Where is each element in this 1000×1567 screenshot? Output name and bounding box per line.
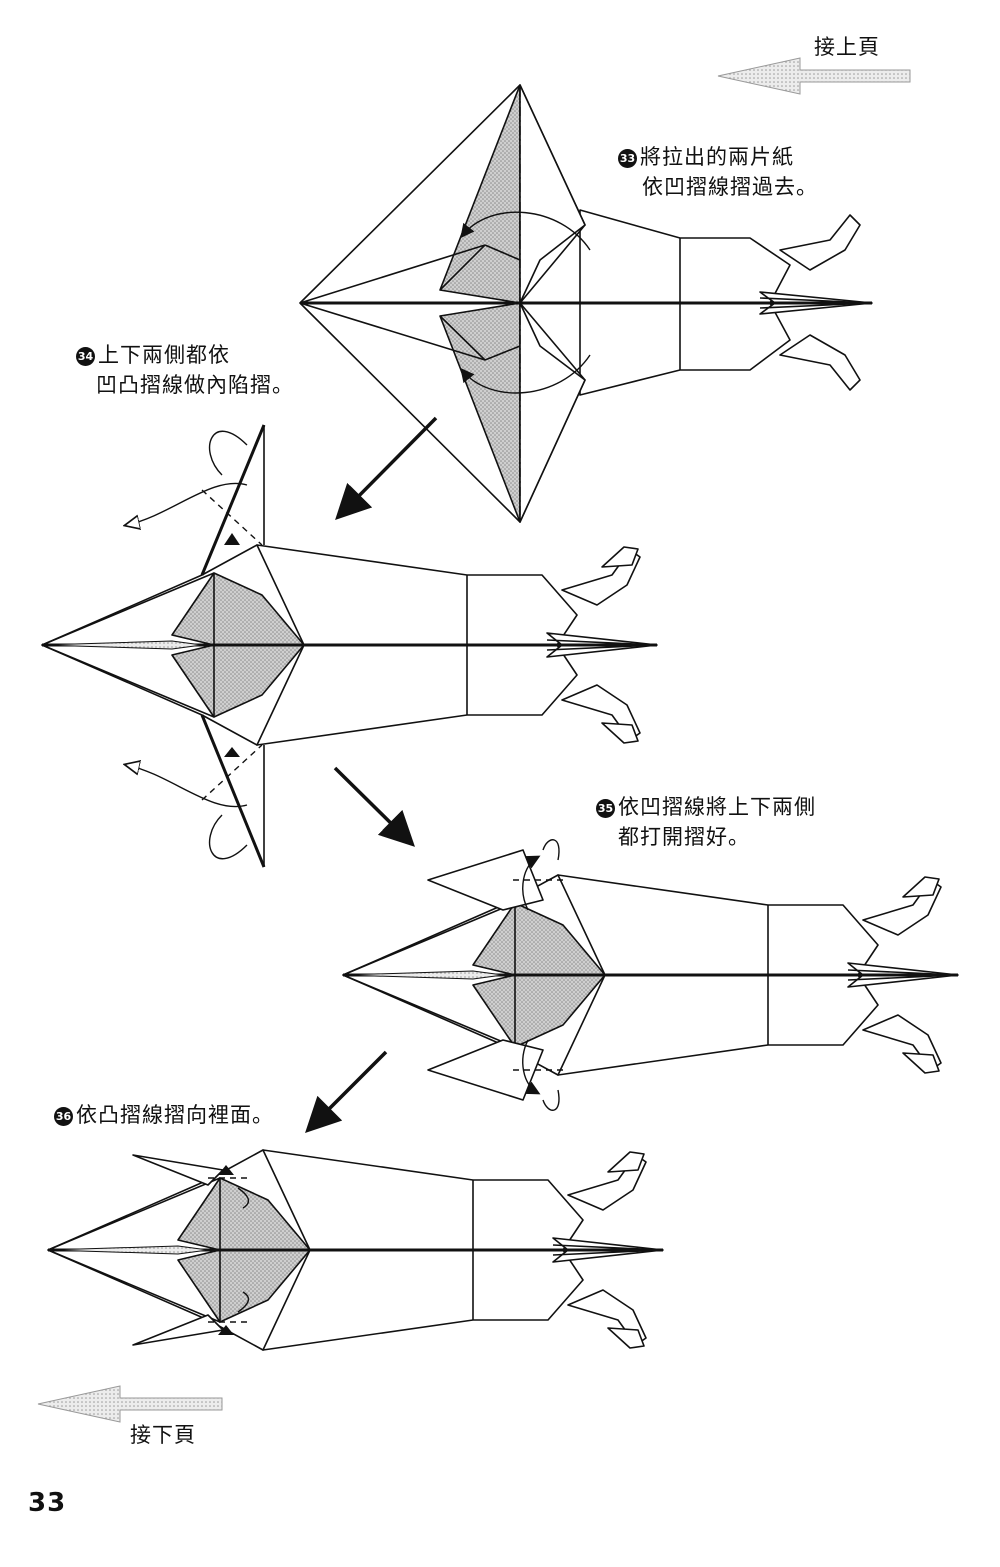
next-page-label[interactable]: 接下頁 bbox=[130, 1423, 196, 1447]
step-number-badge: 33 bbox=[618, 149, 637, 168]
step-number-badge: 34 bbox=[76, 347, 95, 366]
next-page-arrow[interactable] bbox=[37, 1385, 223, 1423]
page-number: 33 bbox=[28, 1488, 67, 1518]
prev-page-label[interactable]: 接上頁 bbox=[814, 35, 880, 59]
step35-figure bbox=[341, 839, 960, 1111]
prev-page-arrow[interactable] bbox=[717, 57, 911, 95]
step36-figure bbox=[46, 1148, 665, 1352]
step-number-badge: 35 bbox=[596, 799, 615, 818]
step-number-badge: 36 bbox=[54, 1107, 73, 1126]
flow-arrow bbox=[305, 1050, 388, 1133]
step34-figure bbox=[40, 424, 659, 868]
step33-figure bbox=[299, 84, 873, 523]
flow-arrow bbox=[335, 416, 438, 520]
flow-arrow bbox=[333, 766, 415, 847]
